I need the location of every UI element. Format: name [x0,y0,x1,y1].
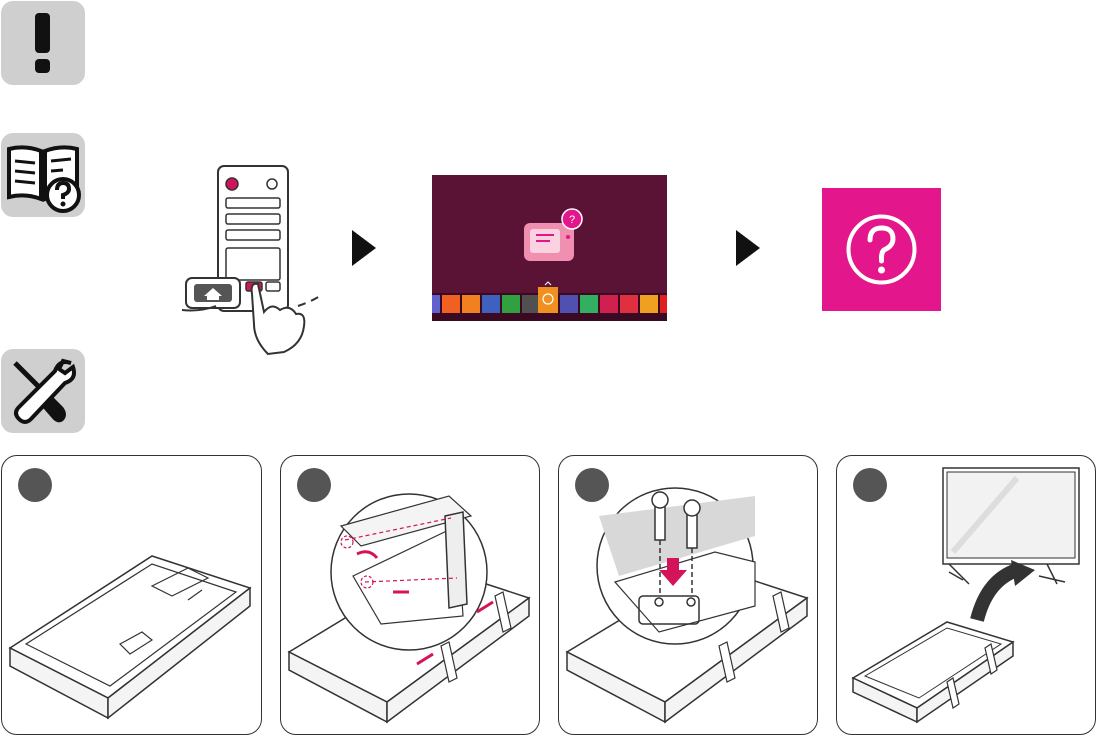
tv-home-screen: ? [432,175,667,321]
svg-text:?: ? [569,214,575,226]
help-question-icon [822,188,941,311]
flow-arrow-2 [736,230,760,271]
step-panel-1 [1,455,262,735]
step-number-badge [853,468,887,502]
caution-exclamation-icon [1,1,85,85]
flow-arrow-1 [352,230,376,271]
step-panel-4 [836,455,1096,735]
step-panel-3 [558,455,818,735]
step-number-badge [575,468,609,502]
step-number-badge [18,468,52,502]
manual-help-icon [1,133,85,217]
step-number-badge [297,468,331,502]
remote-control-illustration [180,164,330,364]
step-panel-2 [280,455,540,735]
tools-icon [1,349,85,433]
